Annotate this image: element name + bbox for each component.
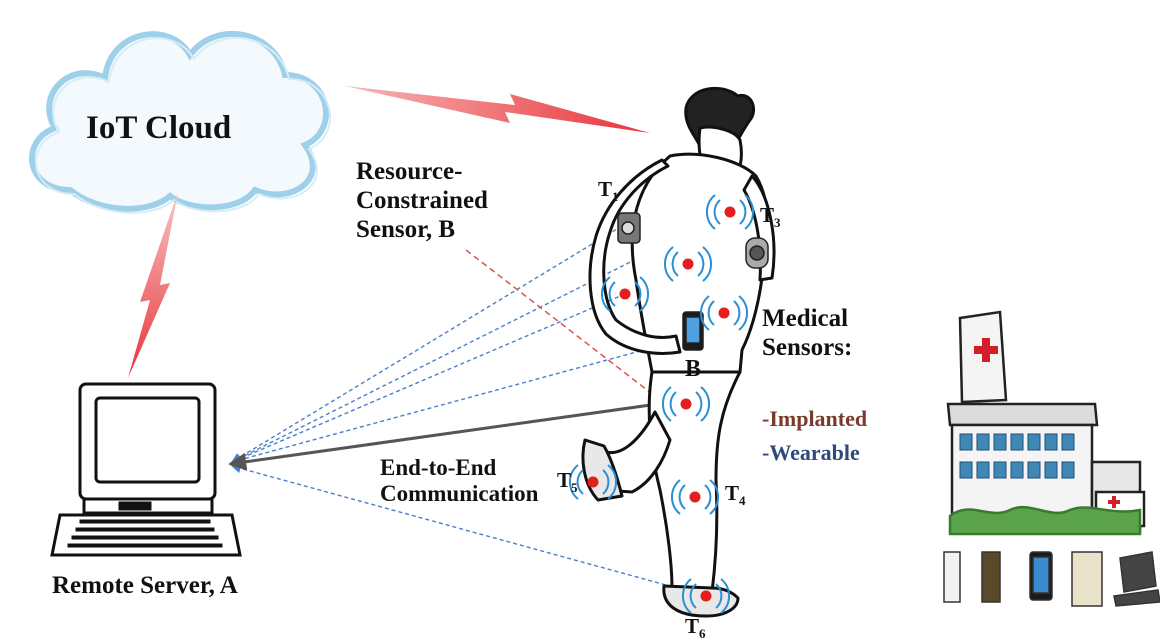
wrist-monitor-dial-icon: [750, 246, 764, 260]
lightning-bolt-icon: [345, 86, 650, 133]
resource-sensor-label: Resource- Constrained Sensor, B: [356, 158, 488, 244]
sensor-tag-t6: T6: [685, 614, 706, 642]
runner-figure: [583, 88, 774, 616]
device-row: [944, 552, 1160, 606]
end-to-end-label: End-to-End Communication: [380, 455, 538, 508]
hospital-icon: [948, 312, 1144, 534]
resource-sensor-pointer: [466, 250, 660, 400]
sensor-tag-t3: T3: [760, 203, 781, 231]
medical-sensors-label: Medical Sensors:: [762, 305, 852, 363]
sensor-tag-t5: T5: [557, 468, 578, 496]
lightning-bolt-icon: [128, 192, 178, 378]
implanted-label: -Implanted: [762, 406, 867, 431]
console-icon: [944, 552, 960, 602]
sensor-tag-t1: T1: [598, 177, 619, 205]
computer-icon: [52, 384, 240, 555]
iot-cloud-label: IoT Cloud: [86, 110, 231, 148]
b-node-label: B: [685, 356, 701, 384]
laptop-icon: [1114, 552, 1160, 606]
wearable-label: -Wearable: [762, 440, 860, 465]
remote-server-label: Remote Server, A: [52, 572, 238, 601]
sensor-tag-t4: T4: [725, 481, 746, 509]
console-icon: [982, 552, 1000, 602]
desktop-tower-icon: [1072, 552, 1102, 606]
smartphone-screen-icon: [686, 317, 700, 343]
sensor-device-dial-icon: [622, 222, 634, 234]
